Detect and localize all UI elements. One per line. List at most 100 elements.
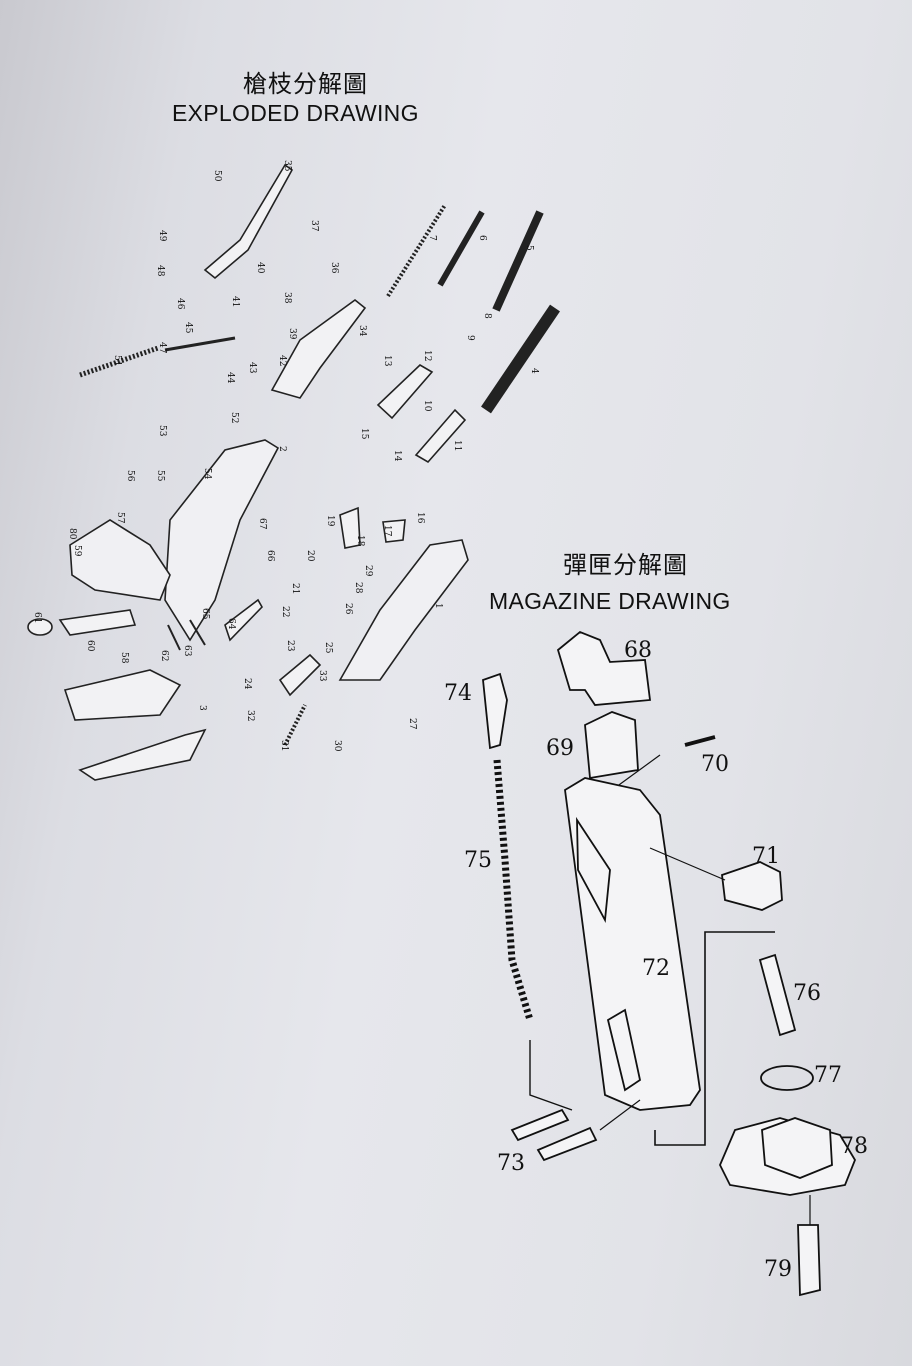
part-label-27: 27 [407,718,417,730]
part-label-66: 66 [265,550,275,562]
grip-panel-3 [63,669,182,721]
pin-73a [510,1108,570,1142]
part-label-36: 36 [329,262,339,274]
part-label-42: 42 [277,355,287,366]
part-label-8: 8 [482,313,492,319]
part-19 [339,506,361,549]
part-label-4: 4 [529,368,539,374]
part-label-16: 16 [415,512,425,524]
part-label-5: 5 [524,245,534,251]
spring-75 [493,759,534,1022]
screw-79 [797,1224,821,1297]
part-label-38: 38 [282,292,292,304]
pin-65 [189,619,206,646]
part-12 [376,364,434,420]
part-label-51: 51 [112,355,122,366]
frame-part-2 [164,439,280,642]
tube-76 [758,953,797,1037]
part-label-49: 49 [157,230,167,242]
part-label-18: 18 [355,535,365,547]
part-label-19: 19 [325,515,335,527]
part-label-40: 40 [255,262,265,274]
part-label-11: 11 [452,440,462,451]
part-label-39: 39 [287,328,297,340]
part-label-26: 26 [343,603,353,615]
part-label-45: 45 [183,322,193,334]
magazine-body-72 [564,777,701,1111]
part-label-10: 10 [422,400,432,412]
part-label-15: 15 [359,428,369,440]
part-61 [27,618,53,636]
part-label-12: 12 [422,350,432,361]
part-11 [414,408,467,464]
part-label-52: 52 [229,412,239,423]
part-label-46: 46 [175,298,185,310]
slide-part-34 [270,298,367,399]
part-label-20: 20 [305,550,315,562]
magazine-drawing [482,630,857,1297]
part-label-47: 47 [157,342,167,354]
part-label-1: 1 [433,603,443,609]
part-label-63: 63 [182,645,192,657]
follower-68 [556,630,652,706]
part-label-80: 80 [67,528,77,540]
part-label-50: 50 [212,170,222,182]
part-label-62: 62 [159,650,169,661]
exploded-title-chinese: 槍枝分解圖 [243,71,368,98]
part-label-7: 7 [427,235,437,241]
magazine-label-74: 74 [444,681,472,706]
rod-6 [437,210,485,287]
part-label-67: 67 [257,518,267,530]
grip-frame-80 [69,519,171,601]
part-label-3: 3 [197,705,207,711]
part-label-29: 29 [363,565,373,577]
exploded-title-english: EXPLODED DRAWING [172,100,419,126]
magazine-window [606,1008,642,1092]
spring-51 [79,345,159,378]
magazine-label-73: 73 [497,1151,525,1176]
part-label-57: 57 [115,512,125,524]
part-label-44: 44 [225,372,235,384]
part-label-34: 34 [357,325,367,337]
rod-5 [492,210,544,312]
part-17 [382,519,406,543]
base-block [761,1117,833,1179]
magazine-label-69: 69 [546,736,574,761]
part-label-65: 65 [200,608,210,620]
part-label-23: 23 [285,640,295,652]
part-label-48: 48 [155,265,165,277]
rail-part-35 [203,163,294,280]
part-label-24: 24 [242,678,252,690]
magazine-label-75: 75 [464,848,492,873]
part-label-37: 37 [309,220,319,232]
barrel-4 [481,304,560,414]
part-label-32: 32 [245,710,255,721]
part-label-58: 58 [119,652,129,664]
part-label-14: 14 [392,450,402,462]
grip-panel-3b [78,728,207,781]
magazine-label-76: 76 [793,981,821,1006]
magazine-label-72: 72 [642,956,670,981]
magazine-label-68: 68 [624,638,652,663]
part-label-33: 33 [317,670,327,682]
part-label-64: 64 [226,618,236,630]
part-label-9: 9 [465,335,475,341]
magazine-label-77: 77 [814,1063,842,1088]
pin-73b [536,1126,598,1162]
part-label-60: 60 [85,640,95,652]
part-label-28: 28 [353,582,363,594]
slide-part-1 [338,539,469,681]
part-label-17: 17 [382,525,392,537]
part-74 [482,672,508,750]
o-ring-77 [760,1065,814,1091]
part-64 [224,598,263,642]
magazine-label-78: 78 [840,1134,868,1159]
part-label-2: 2 [277,446,287,452]
part-label-31: 31 [279,740,289,751]
part-label-59: 59 [72,545,82,557]
part-label-56: 56 [125,470,135,482]
part-label-35: 35 [282,160,292,172]
magazine-notch [576,816,611,924]
